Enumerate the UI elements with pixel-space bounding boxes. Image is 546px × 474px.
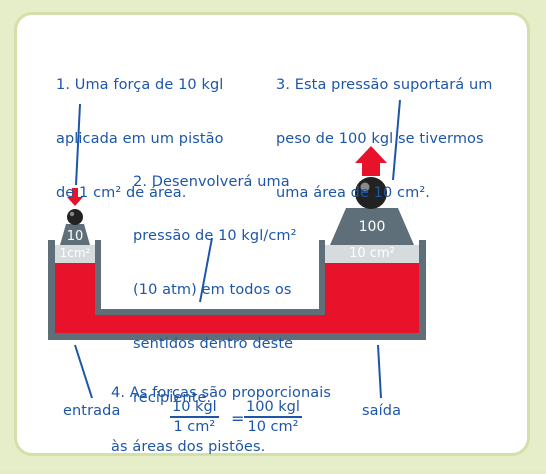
entrada-label: entrada: [63, 403, 121, 419]
leader-line-note1: [75, 103, 81, 186]
channel-top-wall: [101, 309, 319, 315]
fraction-bar: [244, 416, 302, 418]
note-2-line: sentidos dentro deste: [133, 336, 294, 352]
leader-line-saida: [377, 344, 382, 399]
note-1: 1. Uma força de 10 kgl aplicada em um pi…: [56, 40, 224, 220]
leader-line-note3: [392, 99, 401, 181]
note-2-line: (10 atm) em todos os: [133, 282, 292, 298]
note-1-line: de 1 cm² de área.: [56, 185, 187, 201]
big-piston-plate: [325, 245, 419, 263]
formula-left-denominator: 1 cm²: [173, 418, 216, 435]
diagram-card: [14, 12, 530, 456]
small-area-label: 1cm²: [59, 246, 91, 260]
up-arrow-icon: [355, 146, 387, 176]
note-3: 3. Esta pressão suportará um peso de 100…: [276, 40, 493, 220]
note-4-line: 4. As forças são proporcionais: [111, 385, 332, 401]
note-1-line: aplicada em um pistão: [56, 131, 224, 147]
leader-line-note2: [199, 237, 213, 303]
hydraulic-fluid: [55, 263, 419, 333]
big-weight-label: 100: [358, 219, 386, 235]
note-4: 4. As forças são proporcionais às áreas …: [111, 348, 331, 474]
formula-right-denominator: 10 cm²: [247, 418, 299, 435]
formula-left-numerator: 10 kgl: [172, 399, 217, 415]
inner-wall-left: [95, 240, 101, 315]
fraction-bar: [170, 416, 219, 418]
note-2: 2. Desenvolverá uma pressão de 10 kgl/cm…: [133, 137, 297, 425]
big-weight: [330, 208, 414, 245]
formula-right-fraction: 100 kgl 10 cm²: [244, 399, 302, 435]
leader-line-entrada: [74, 344, 93, 399]
note-3-line: 3. Esta pressão suportará um: [276, 77, 493, 93]
note-1-line: 1. Uma força de 10 kgl: [56, 77, 224, 93]
big-area-label: 10 cm²: [349, 246, 395, 261]
small-weight: [60, 224, 90, 245]
note-2-line: pressão de 10 kgl/cm²: [133, 228, 297, 244]
note-3-line: uma área de 10 cm².: [276, 185, 430, 201]
note-3-line: peso de 100 kgl se tivermos: [276, 131, 484, 147]
down-arrow-icon: [67, 188, 83, 206]
saida-label: saída: [362, 403, 402, 419]
note-4-line: às áreas dos pistões.: [111, 439, 266, 455]
note-2-line: 2. Desenvolverá uma: [133, 174, 290, 190]
formula-left-fraction: 10 kgl 1 cm²: [170, 399, 219, 435]
small-weight-label: 10: [66, 229, 84, 244]
formula-equals: =: [231, 409, 245, 428]
note-2-line: recipiente.: [133, 390, 212, 406]
small-piston-plate: [55, 245, 95, 263]
formula-right-numerator: 100 kgl: [246, 399, 300, 415]
inner-wall-right: [319, 240, 325, 315]
